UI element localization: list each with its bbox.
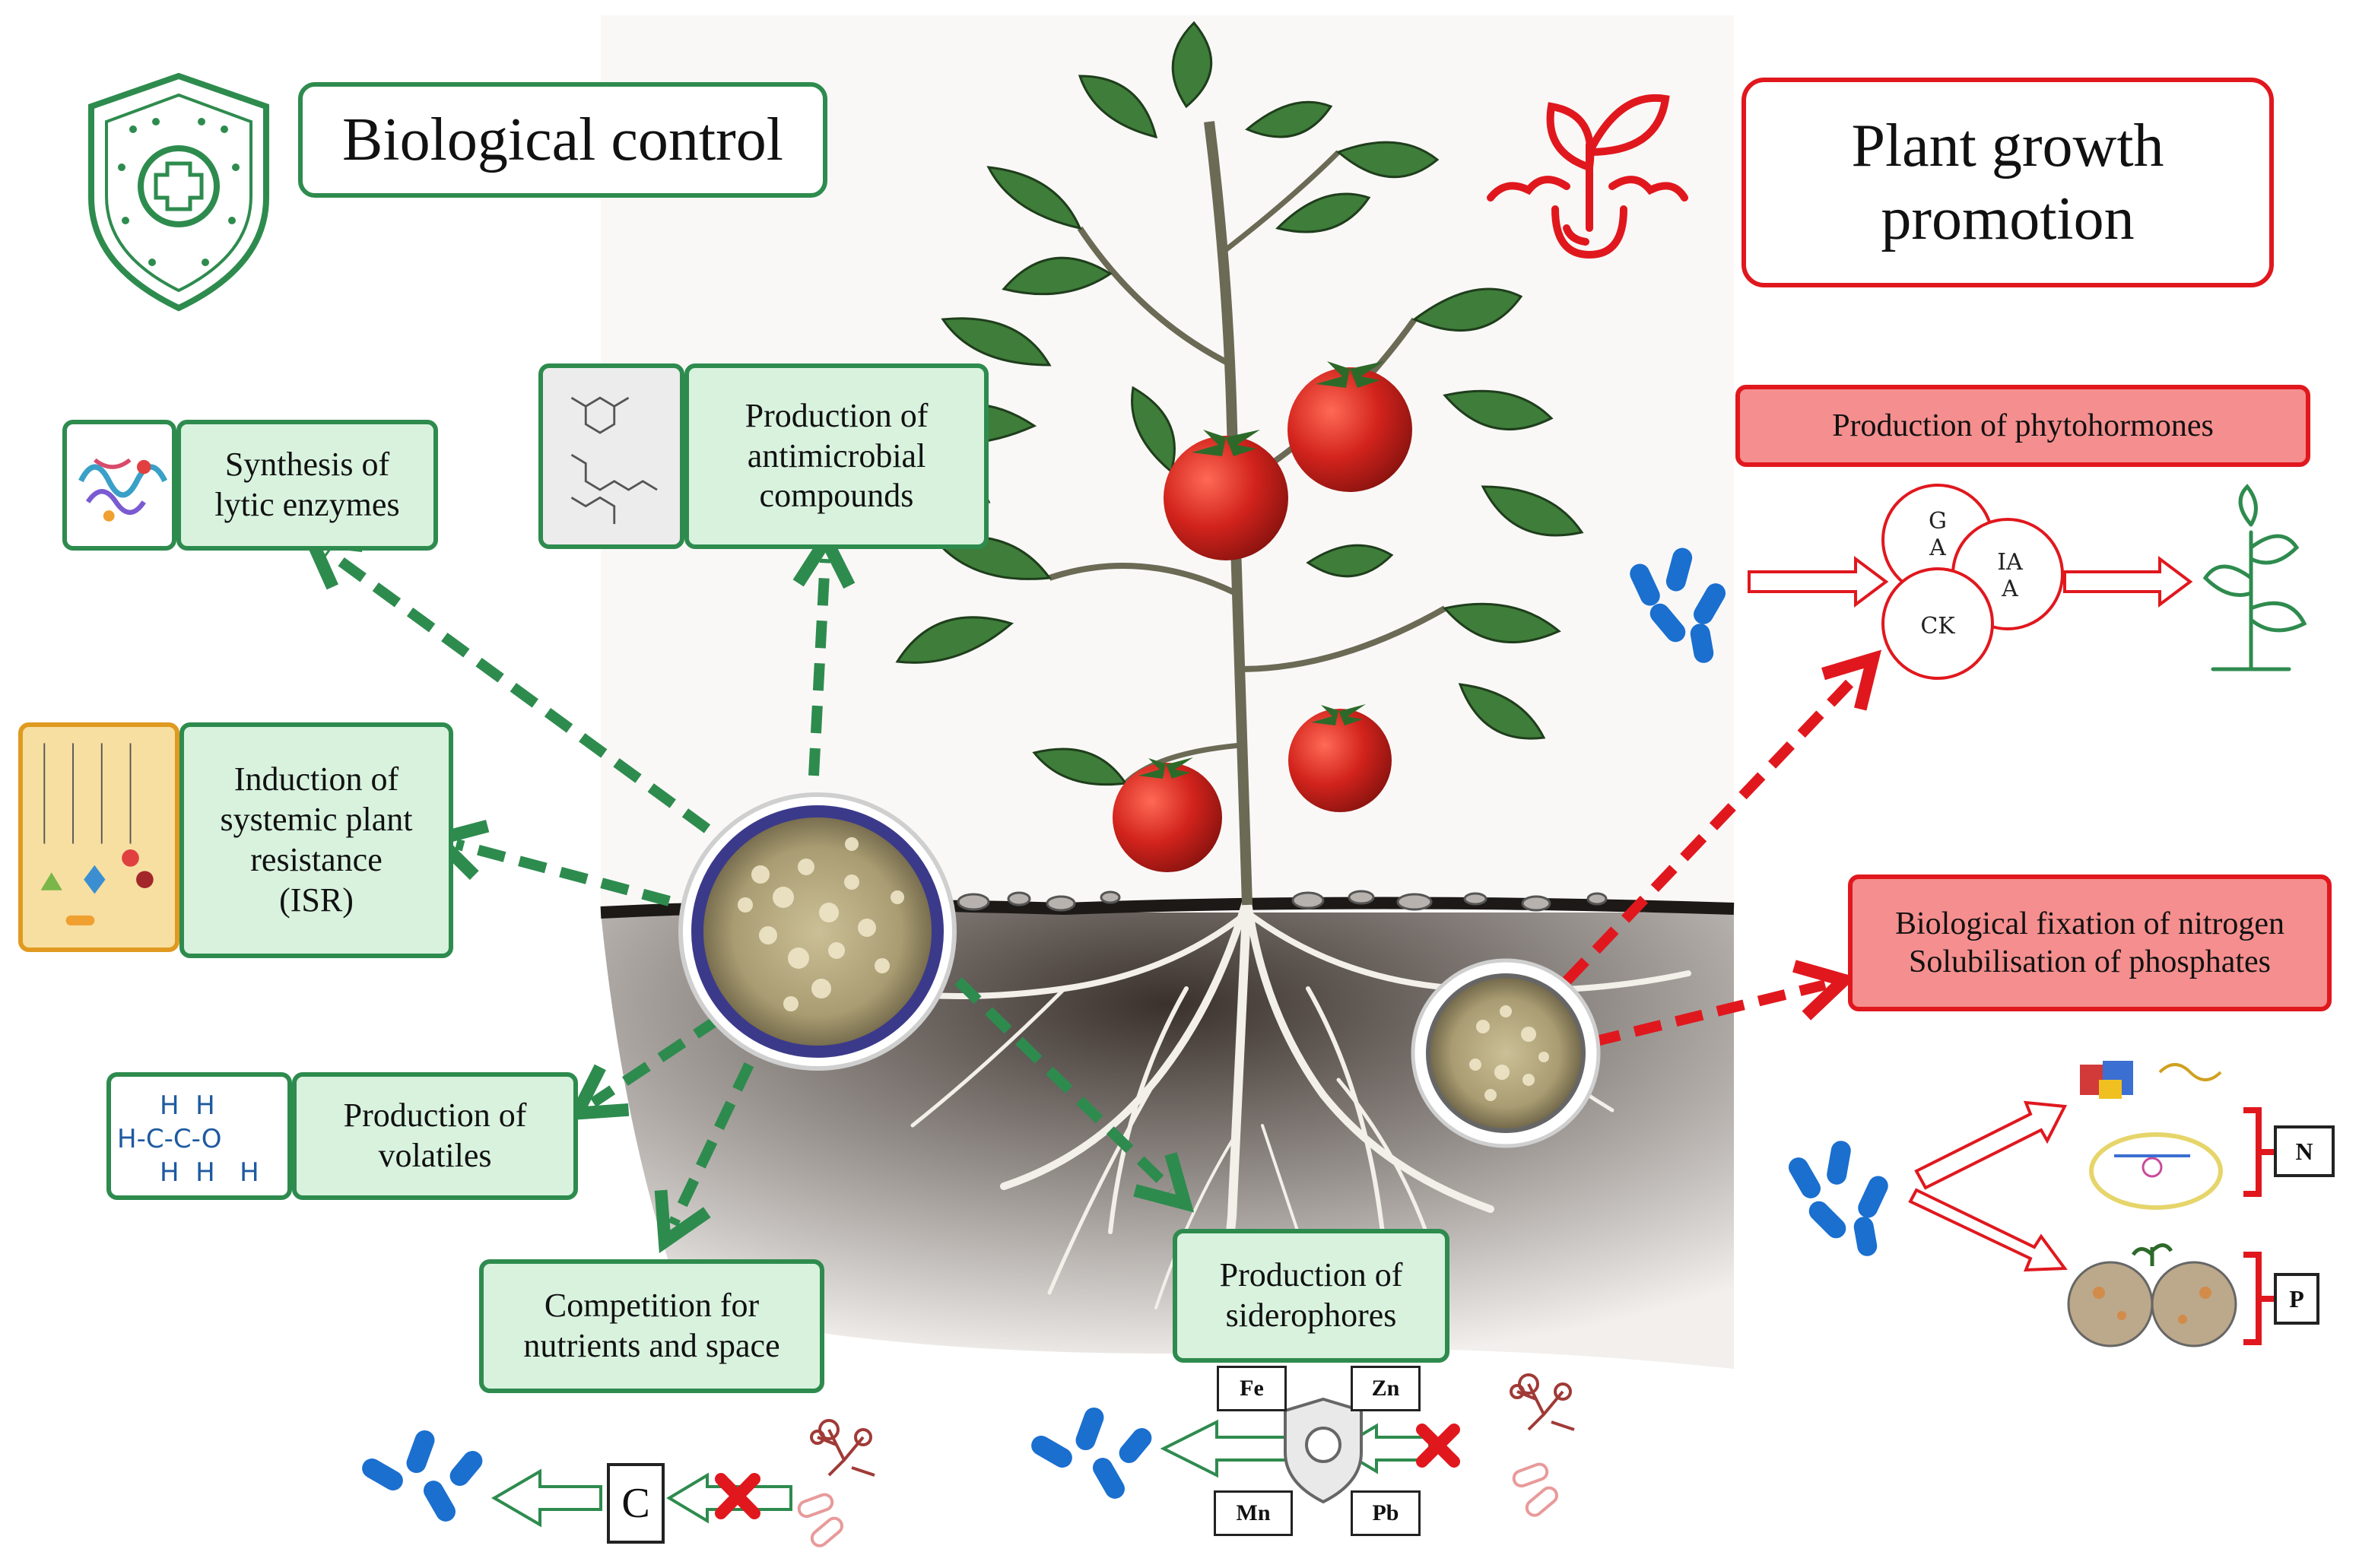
siderophores-line-2: siderophores bbox=[1225, 1297, 1397, 1334]
sprout-icon bbox=[1487, 94, 1688, 259]
hormone-ga-line-2: A bbox=[1929, 535, 1946, 561]
growth-arrows bbox=[1562, 649, 1882, 1047]
metal-pb-box: Pb bbox=[1351, 1490, 1421, 1536]
nitrogen-line: Biological fixation of nitrogen bbox=[1894, 906, 2285, 941]
competition-line-1: Competition for bbox=[544, 1287, 760, 1325]
antimicrobial-line-1: Production of bbox=[745, 396, 929, 434]
pathogen-icon bbox=[810, 1373, 1575, 1477]
siderophore-shield-icon bbox=[1284, 1397, 1363, 1504]
volatiles-box: Production of volatiles bbox=[292, 1072, 578, 1200]
phytohormones-label: Production of phytohormones bbox=[1832, 408, 2214, 443]
metal-mn-box: Mn bbox=[1214, 1490, 1293, 1536]
competition-c-box: C bbox=[607, 1463, 665, 1544]
antimicrobial-line-3: compounds bbox=[759, 477, 914, 515]
pathogen-icon bbox=[797, 1462, 1558, 1547]
antimicrobial-line-2: antimicrobial bbox=[747, 436, 926, 475]
hormone-ga: G A bbox=[1924, 508, 1951, 561]
hormone-iaa-line-2: A bbox=[2002, 576, 2018, 602]
siderophores-line-1: Production of bbox=[1219, 1256, 1403, 1294]
plant-growth-line-1: Plant growth bbox=[1851, 113, 2164, 179]
bacteria-icon bbox=[1789, 1141, 1888, 1256]
lytic-line-2: lytic enzymes bbox=[214, 486, 400, 523]
enzyme-structure-image bbox=[62, 420, 176, 551]
shield-cross-icon bbox=[88, 72, 269, 312]
isr-pathway-image bbox=[18, 722, 179, 952]
tomato-fruits bbox=[1113, 361, 1412, 872]
metal-zn-box: Zn bbox=[1351, 1366, 1421, 1411]
competition-line-2: nutrients and space bbox=[523, 1327, 780, 1364]
petri-dish-icon bbox=[1411, 958, 1601, 1148]
hormone-ck: CK bbox=[1920, 613, 1955, 640]
biological-control-title: Biological control bbox=[298, 82, 827, 198]
phosphate-solubilisation-illustration bbox=[2067, 1243, 2237, 1347]
ethanol-molecule-image: H H H-C-C-O H H H bbox=[106, 1072, 292, 1200]
volatiles-line-1: Production of bbox=[343, 1097, 527, 1135]
lytic-line-1: Synthesis of bbox=[224, 446, 390, 484]
molecule-row-2: H-C-C-O bbox=[117, 1124, 222, 1154]
nitrogen-fixation-illustration bbox=[2080, 1061, 2223, 1210]
petri-dish-icon bbox=[678, 792, 957, 1071]
hormone-iaa-line-1: IA bbox=[1997, 549, 2023, 576]
hormone-ga-line-1: G bbox=[1929, 508, 1947, 535]
phytohormone-circles bbox=[1881, 484, 2064, 680]
metal-fe-box: Fe bbox=[1217, 1366, 1287, 1411]
hormone-iaa: IA A bbox=[1989, 549, 2031, 602]
plant-growth-line-2: promotion bbox=[1881, 186, 2135, 252]
bacteria-icon bbox=[362, 1430, 483, 1522]
roots bbox=[849, 893, 1691, 1343]
red-cross-icon bbox=[715, 1424, 1460, 1519]
molecule-row-1: H H bbox=[160, 1090, 215, 1121]
antimicrobial-structure-image bbox=[538, 363, 684, 549]
biological-control-label: Biological control bbox=[342, 106, 783, 173]
isr-line-2: systemic plant bbox=[220, 801, 413, 839]
phosphate-line: Solubilisation of phosphates bbox=[1909, 944, 2271, 979]
hollow-arrows-red bbox=[1748, 556, 2193, 1272]
lytic-enzymes-box: Synthesis of lytic enzymes bbox=[176, 420, 438, 551]
bacteria-icon bbox=[1630, 548, 1726, 663]
seedling-icon bbox=[2202, 484, 2307, 671]
bracket-lines bbox=[2243, 1107, 2274, 1345]
antimicrobial-compounds-box: Production of antimicrobial compounds bbox=[684, 363, 989, 549]
biocontrol-arrows bbox=[300, 526, 1195, 1254]
isr-line-3: resistance bbox=[250, 841, 383, 878]
competition-box: Competition for nutrients and space bbox=[479, 1259, 824, 1393]
nitrogen-marker: N bbox=[2274, 1125, 2335, 1177]
nitrogen-phosphate-box: Biological fixation of nitrogen Solubili… bbox=[1848, 874, 2332, 1011]
plant-growth-promotion-title: Plant growth promotion bbox=[1741, 78, 2274, 287]
phytohormones-box: Production of phytohormones bbox=[1735, 385, 2310, 467]
volatiles-line-2: volatiles bbox=[378, 1137, 492, 1174]
isr-line-1: Induction of bbox=[233, 760, 399, 798]
phosphate-marker: P bbox=[2274, 1273, 2319, 1325]
bacteria-icon bbox=[1031, 1407, 1152, 1499]
isr-box: Induction of systemic plant resistance (… bbox=[179, 722, 453, 958]
isr-line-4: (ISR) bbox=[279, 881, 354, 919]
siderophores-box: Production of siderophores bbox=[1173, 1229, 1449, 1363]
molecule-row-3: H H H bbox=[160, 1157, 259, 1188]
